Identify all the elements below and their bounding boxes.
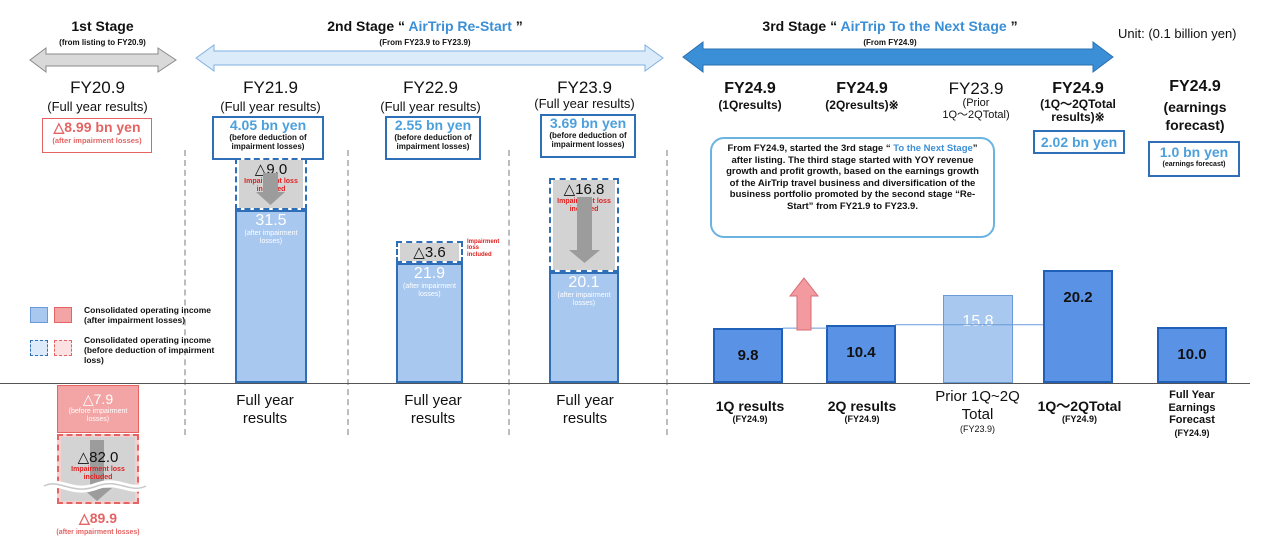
separator-4 [666, 150, 668, 435]
c9-summary-box: 1.0 bn yen (earnings forecast) [1148, 141, 1240, 177]
c4-sub: (Full year results) [534, 96, 635, 111]
c8-box-value: 2.02 bn yen [1040, 134, 1118, 150]
c2-box-note: (before deduction of impairment losses) [229, 133, 307, 151]
stage2-arrow [195, 44, 664, 72]
c8-category: 1Q～2QTotal (FY24.9) [1037, 398, 1122, 424]
stage-arrows [29, 41, 1114, 73]
legend-swatch-blue-dashed [30, 340, 48, 356]
c1-box-value: △8.99 bn yen [53, 119, 141, 135]
c8-fy: FY24.9 [1052, 80, 1104, 97]
c1-box-note: (after impairment losses) [52, 136, 142, 145]
c1-summary-box: △8.99 bn yen (after impairment losses) [42, 118, 152, 153]
c5-sub: (1Qresults) [718, 98, 782, 112]
fy20-total-value: △89.9 [78, 510, 117, 526]
c2-box-value: 4.05 bn yen [229, 117, 307, 133]
c7-fy: FY23.9 [948, 79, 1004, 98]
c3-category: Full year results [404, 392, 462, 427]
unit-label: Unit: (0.1 billion yen) [1118, 26, 1237, 41]
c3-box-value: 2.55 bn yen [394, 117, 472, 133]
separator-3 [508, 150, 510, 435]
fy20-operating-bar: △7.9 (before impairment losses) [57, 385, 139, 433]
c4-box-value: 3.69 bn yen [549, 115, 627, 131]
c4-category: Full year results [556, 392, 614, 427]
c8-summary-box: 2.02 bn yen [1033, 130, 1125, 154]
c3-fy: FY22.9 [403, 78, 458, 97]
c2-category: Full year results [236, 392, 294, 427]
legend-swatch-red-solid [54, 307, 72, 323]
c9-box-value: 1.0 bn yen [1159, 144, 1229, 160]
stage1-sub: (from listing to FY20.9) [59, 38, 146, 47]
stage2-title: 2nd Stage “ AirTrip Re-Start ” [327, 18, 523, 34]
c4-fy: FY23.9 [557, 78, 612, 97]
fy20-impairment-value: △82.0 [77, 449, 119, 466]
separator-1 [184, 150, 186, 435]
c9-sub: (earnings forecast) [1163, 99, 1227, 133]
separator-2 [347, 150, 349, 435]
c8-sub: (1Q～2QTotal results)※ [1040, 97, 1116, 124]
stage3-arrow [682, 41, 1114, 73]
c4-box-note: (before deduction of impairment losses) [549, 131, 627, 149]
c2-fy: FY21.9 [243, 78, 298, 97]
c2-sub: (Full year results) [220, 99, 321, 114]
legend-swatch-blue-solid [30, 307, 48, 323]
c1-sub: (Full year results) [47, 99, 148, 114]
c1-fy: FY20.9 [70, 78, 125, 97]
c5-category: 1Q results (FY24.9) [715, 398, 785, 424]
fy20-overlay [42, 440, 148, 501]
c4-summary-box: 3.69 bn yen (before deduction of impairm… [540, 114, 636, 158]
c5-fy: FY24.9 [724, 80, 776, 97]
c4-down-arrow [569, 197, 600, 263]
c9-category: Full Year Earnings Forecast (FY24.9) [1168, 389, 1216, 438]
legend-label-after: Consolidated operating income (after imp… [84, 305, 212, 325]
c2-down-arrow [256, 173, 285, 205]
fy20-bar-note: (before impairment losses) [68, 408, 128, 423]
stage2-sub: (From FY23.9 to FY23.9) [379, 38, 471, 47]
c7-category: Prior 1Q~2Q Total (FY23.9) [935, 388, 1020, 434]
stage1-arrow [29, 47, 177, 73]
stage3-sub: (From FY24.9) [863, 38, 917, 47]
fy20-total-note: (after impairment losses) [56, 529, 140, 536]
stage3-title: 3rd Stage “ AirTrip To the Next Stage ” [762, 18, 1018, 34]
growth-up-arrow [788, 277, 820, 331]
c7-sub: (Prior 1Q～2QTotal) [942, 97, 1010, 121]
c6-sub: (2Qresults)※ [825, 98, 899, 112]
fy20-bar-value: △7.9 [82, 391, 114, 407]
c9-fy: FY24.9 [1169, 78, 1221, 95]
c3-sub: (Full year results) [380, 99, 481, 114]
c9-box-note: (earnings forecast) [1162, 161, 1226, 168]
c6-category: 2Q results (FY24.9) [827, 398, 897, 424]
stage1-title: 1st Stage [71, 18, 134, 34]
c6-fy: FY24.9 [836, 80, 888, 97]
c3-summary-box: 2.55 bn yen (before deduction of impairm… [385, 116, 481, 160]
legend-swatch-red-dashed [54, 340, 72, 356]
stage3-callout: From FY24.9, started the 3rd stage “ To … [710, 137, 995, 238]
legend-label-before: Consolidated operating income (before de… [84, 335, 215, 365]
fy20-impairment-note: Impairment loss included [71, 466, 125, 481]
baseline [0, 383, 1250, 384]
c3-box-note: (before deduction of impairment losses) [394, 133, 472, 151]
